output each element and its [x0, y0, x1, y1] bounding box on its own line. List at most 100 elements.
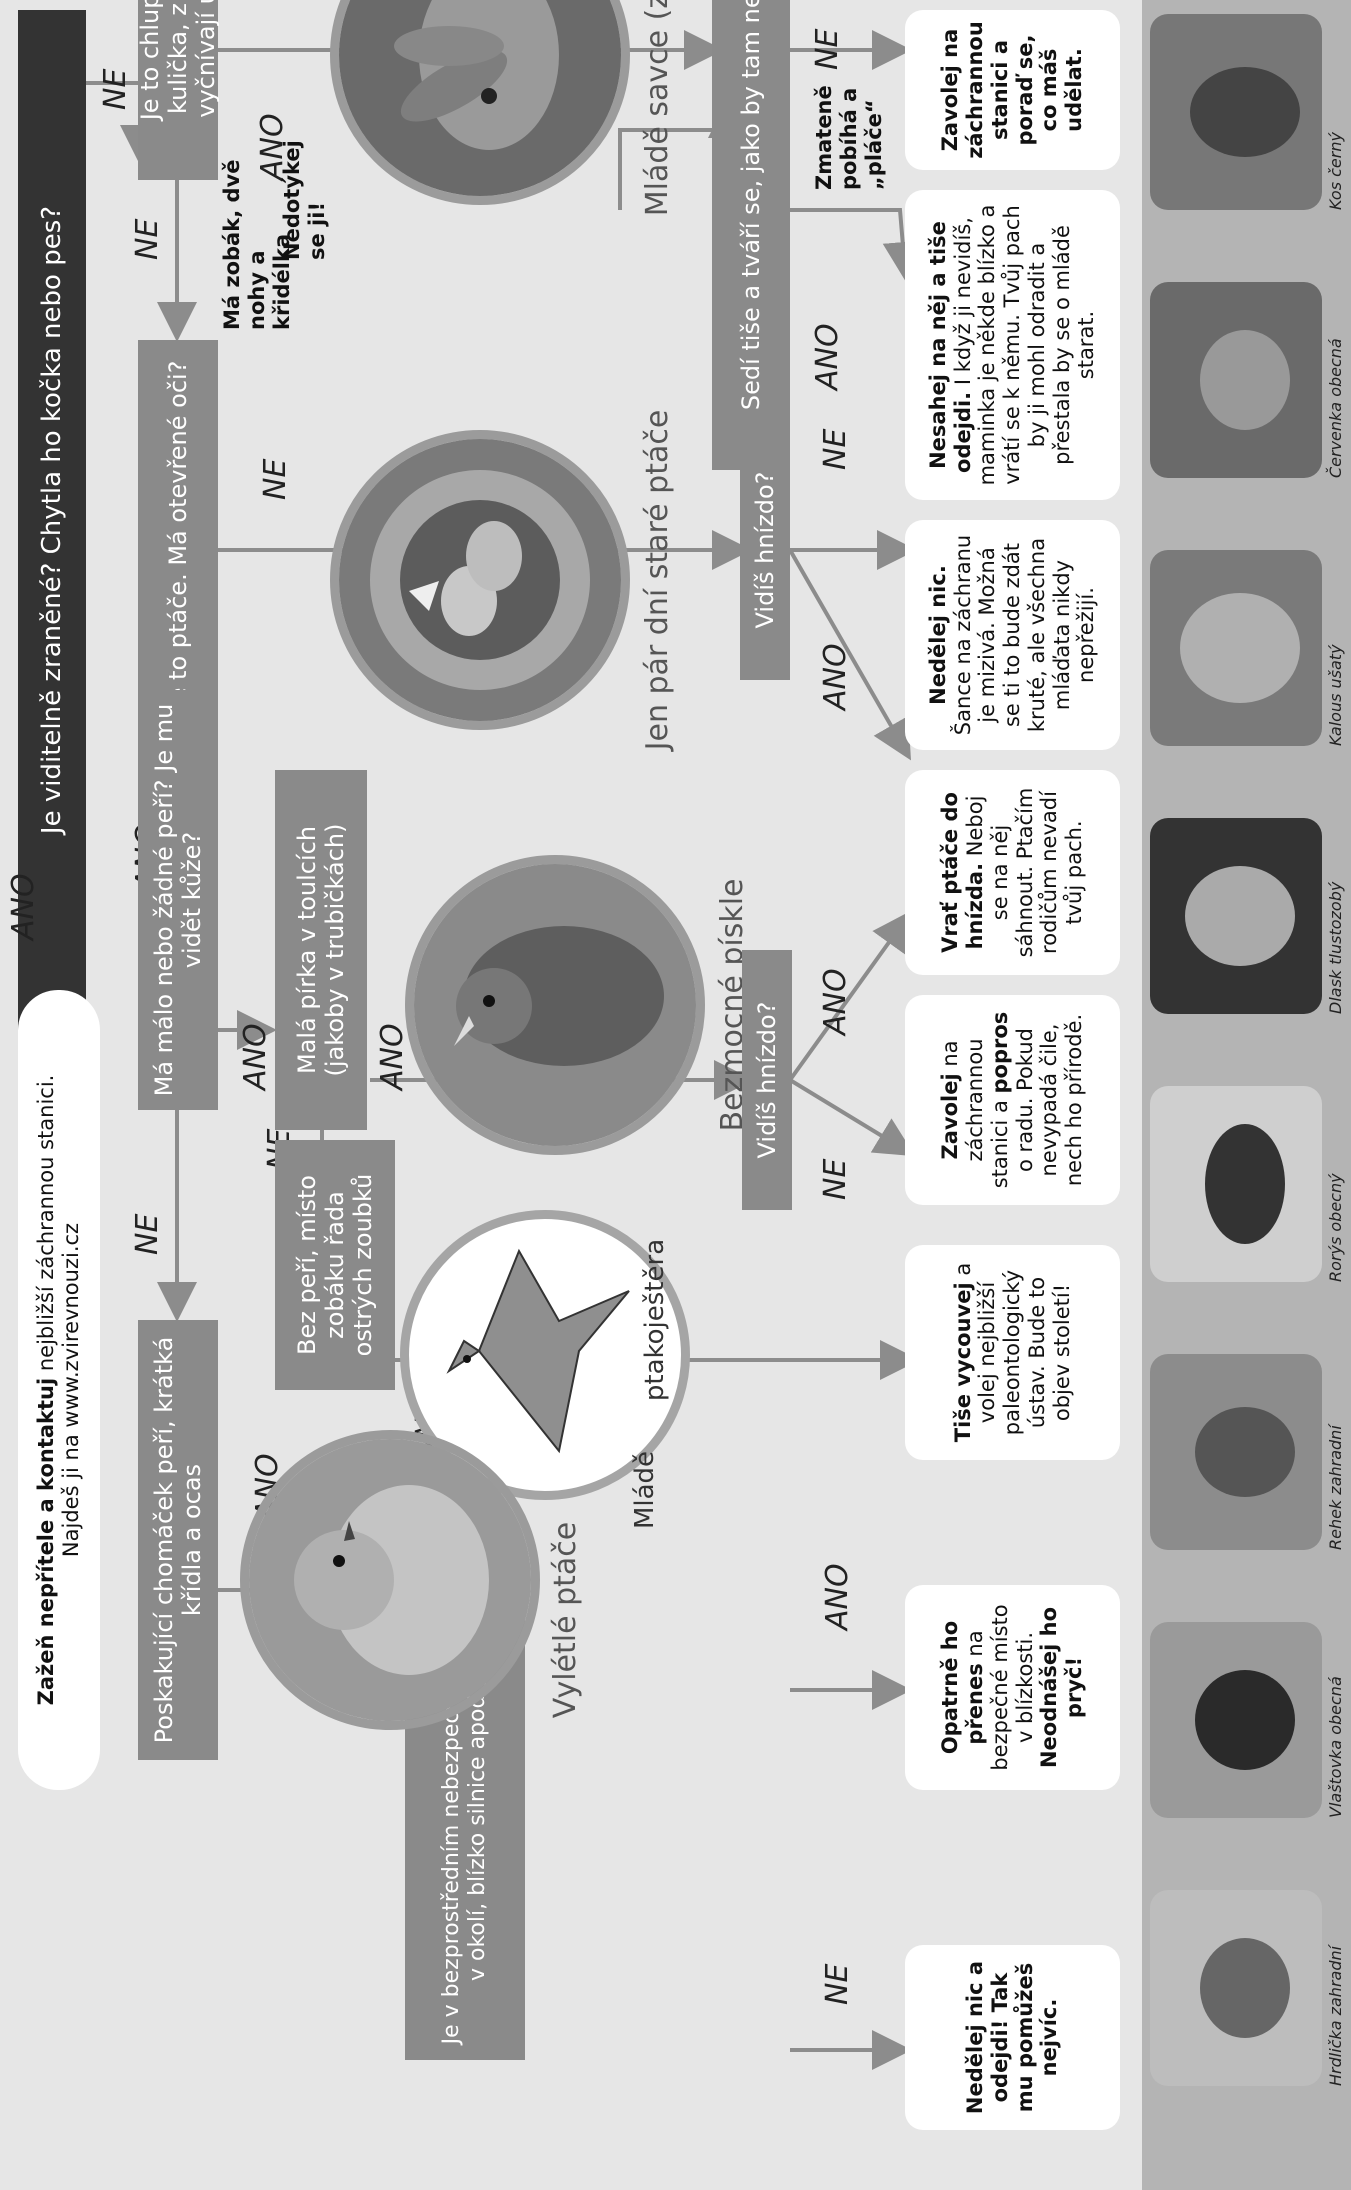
question-fledgling: Poskakující chomáček peří, krátká křídla…: [138, 1320, 218, 1760]
note-bird: Má zobák, dvě nohy a křidélka: [220, 155, 296, 330]
circle-ptero-title-1: Mládě: [630, 1430, 660, 1550]
circle-fledgling-title: Vylétlé ptáče: [548, 1470, 583, 1770]
circle-helpless: [405, 855, 705, 1155]
question-nest-2-text: Vidíš hnízdo?: [753, 1002, 781, 1159]
bird-photo-2-icon: [1150, 282, 1322, 478]
hare-photo-icon: [339, 0, 621, 196]
answer-move-bold-2: Neodnášej ho pryč!: [1037, 1607, 1086, 1768]
nestling-photo-icon: [339, 439, 621, 721]
answer-ptero: Tiše vycouvej a volej nejbližší paleonto…: [905, 1245, 1120, 1460]
question-nest-2: Vidíš hnízdo?: [742, 950, 792, 1210]
bird-photo-5-icon: [1150, 1086, 1322, 1282]
circle-ptero-title-2: ptakoještěra: [640, 1210, 670, 1430]
question-tubes: Malá pírka v toulcích (jakoby v trubičká…: [275, 770, 367, 1130]
contact-box: Zažeň nepřítele a kontaktuj nejbližší zá…: [18, 990, 100, 1790]
answer-chick-nothing-bold: Nedělej nic.: [926, 565, 950, 705]
bird-photo-1: [1150, 14, 1322, 210]
bird-caption-4: Dlask tlustozobý: [1326, 818, 1345, 1014]
bird-photo-6-icon: [1150, 1354, 1322, 1550]
bird-photo-4: [1150, 818, 1322, 1014]
answer-hare-leave: Nesahej na něj a tiše odejdi. I když ji …: [905, 190, 1120, 500]
bird-photo-7-icon: [1150, 1622, 1322, 1818]
label-nest1-ne: NE: [818, 429, 853, 470]
arrow-sits-yes: [790, 210, 905, 270]
bird-photo-3: [1150, 550, 1322, 746]
bird-caption-8: Hrdlička zahradní: [1326, 1890, 1345, 2086]
question-teeth-text: Bez peří, místo zobáku řada ostrých zoub…: [293, 1152, 378, 1378]
answer-move: Opatrně ho přenes na bezpečné místo v bl…: [905, 1585, 1120, 1790]
bird-photo-5: [1150, 1086, 1322, 1282]
question-teeth: Bez peří, místo zobáku řada ostrých zoub…: [275, 1140, 395, 1390]
contact-bold: Zažeň nepřítele a kontaktuj: [34, 1378, 58, 1706]
answer-tubes-call-text: Zavolej na záchrannou stanici a popros o…: [938, 1009, 1087, 1191]
question-feathers-text: Má málo nebo žádné peří? Je mu vidět kůž…: [150, 702, 207, 1098]
question-feathers: Má málo nebo žádné peří? Je mu vidět kůž…: [138, 690, 218, 1110]
circle-fledgling: [240, 1430, 540, 1730]
label-nest1-ano: ANO: [818, 643, 853, 710]
question-fledgling-text: Poskakující chomáček peří, krátká křídla…: [150, 1332, 207, 1748]
arrow-nest2-no: [790, 1080, 905, 1150]
helpless-chick-photo-icon: [414, 864, 696, 1146]
answer-tubes-call-bold-2: popros: [988, 1012, 1012, 1094]
bird-caption-6: Rehek zahradní: [1326, 1354, 1345, 1550]
answer-chick-nothing-text: Nedělej nic. Šance na záchranu je mizivá…: [926, 534, 1099, 736]
contact-line-2: Najdeš ji na www.zvirevnouzi.cz: [59, 1223, 84, 1557]
answer-chick-nothing-rest: Šance na záchranu je mizivá. Možná se ti…: [951, 535, 1099, 735]
note-confused: Zmateně pobíhá a „pláče“: [812, 70, 888, 190]
answer-ptero-bold: Tiše vycouvej: [951, 1282, 975, 1442]
label-feathers-ano: ANO: [238, 1023, 273, 1090]
bird-caption-5: Rorýs obecný: [1326, 1086, 1345, 1282]
answer-ptero-text: Tiše vycouvej a volej nejbližší paleonto…: [951, 1259, 1075, 1446]
label-sits-ano: ANO: [810, 323, 845, 390]
answer-hare-call-text: Zavolej na záchrannou stanici a poraď se…: [938, 21, 1087, 159]
circle-hare-title: Mládě savce (zajíček): [640, 0, 675, 230]
label-nest2-ne: NE: [818, 1159, 853, 1200]
answer-tubes-call-bold-1: Zavolej: [938, 1073, 962, 1159]
answer-chick-nothing: Nedělej nic. Šance na záchranu je mizivá…: [905, 520, 1120, 750]
bird-photo-2: [1150, 282, 1322, 478]
label-nest2-ano: ANO: [818, 968, 853, 1035]
question-chick: Je to ptáče. Má otevřené oči?: [138, 340, 218, 730]
question-hare-sits-text: Sedí tiše a tváří se, jako by tam nebylo…: [737, 0, 765, 410]
question-hare: Je to chlupatá kulička, z níž vyčnívají …: [138, 0, 218, 180]
question-chick-text: Je to ptáče. Má otevřené oči?: [164, 361, 192, 710]
label-danger-ne: NE: [820, 1964, 855, 2005]
answer-nothing-text: Nedělej nic a odejdi! Tak mu pomůžeš nej…: [963, 1959, 1062, 2116]
question-hare-text: Je to chlupatá kulička, z níž vyčnívají …: [136, 0, 221, 168]
bird-photo-6: [1150, 1354, 1322, 1550]
fledgling-photo-icon: [249, 1439, 531, 1721]
question-hare-sits: Sedí tiše a tváří se, jako by tam nebylo…: [712, 0, 790, 470]
bird-caption-3: Kalous ušatý: [1326, 550, 1345, 746]
circle-nestling-title: Jen pár dní staré ptáče: [640, 400, 675, 760]
answer-tubes-call-rest-2: o radu. Pokud nevypadá čile, nech ho pří…: [1013, 1014, 1087, 1186]
label-feathers-ne: NE: [130, 1214, 165, 1255]
answer-hare-leave-text: Nesahej na něj a tiše odejdi. I když ji …: [926, 204, 1099, 486]
bird-caption-7: Vlaštovka obecná: [1326, 1622, 1345, 1818]
bird-caption-2: Červenka obecná: [1326, 282, 1345, 478]
label-danger-ano: ANO: [820, 1563, 855, 1630]
question-nest-1-text: Vidíš hnízdo?: [751, 472, 779, 629]
bird-photo-4-icon: [1150, 818, 1322, 1014]
contact-rest: nejbližší záchrannou stanici.: [34, 1075, 58, 1378]
answer-tubes-call: Zavolej na záchrannou stanici a popros o…: [905, 995, 1120, 1205]
bird-photo-8: [1150, 1890, 1322, 2086]
bird-photo-8-icon: [1150, 1890, 1322, 2086]
bird-photo-1-icon: [1150, 14, 1322, 210]
label-chick-ne: NE: [258, 459, 293, 500]
label-sits-ne: NE: [810, 29, 845, 70]
answer-chick-return-text: Vrať ptáče do hnízda. Neboj se na něj sá…: [938, 784, 1087, 961]
circle-nestling: [330, 430, 630, 730]
bird-photo-3-icon: [1150, 550, 1322, 746]
bird-photo-7: [1150, 1622, 1322, 1818]
answer-move-text: Opatrně ho přenes na bezpečné místo v bl…: [938, 1599, 1087, 1776]
answer-nothing: Nedělej nic a odejdi! Tak mu pomůžeš nej…: [905, 1945, 1120, 2130]
answer-hare-call: Zavolej na záchrannou stanici a poraď se…: [905, 10, 1120, 170]
start-question-text: Je viditelně zraněné? Chytla ho kočka ne…: [37, 206, 68, 834]
bird-caption-1: Kos černý: [1326, 14, 1345, 210]
question-tubes-text: Malá pírka v toulcích (jakoby v trubičká…: [293, 782, 350, 1118]
label-tubes-ano: ANO: [375, 1023, 410, 1090]
label-start-ne: NE: [98, 69, 133, 110]
label-start-ano: ANO: [6, 873, 41, 940]
